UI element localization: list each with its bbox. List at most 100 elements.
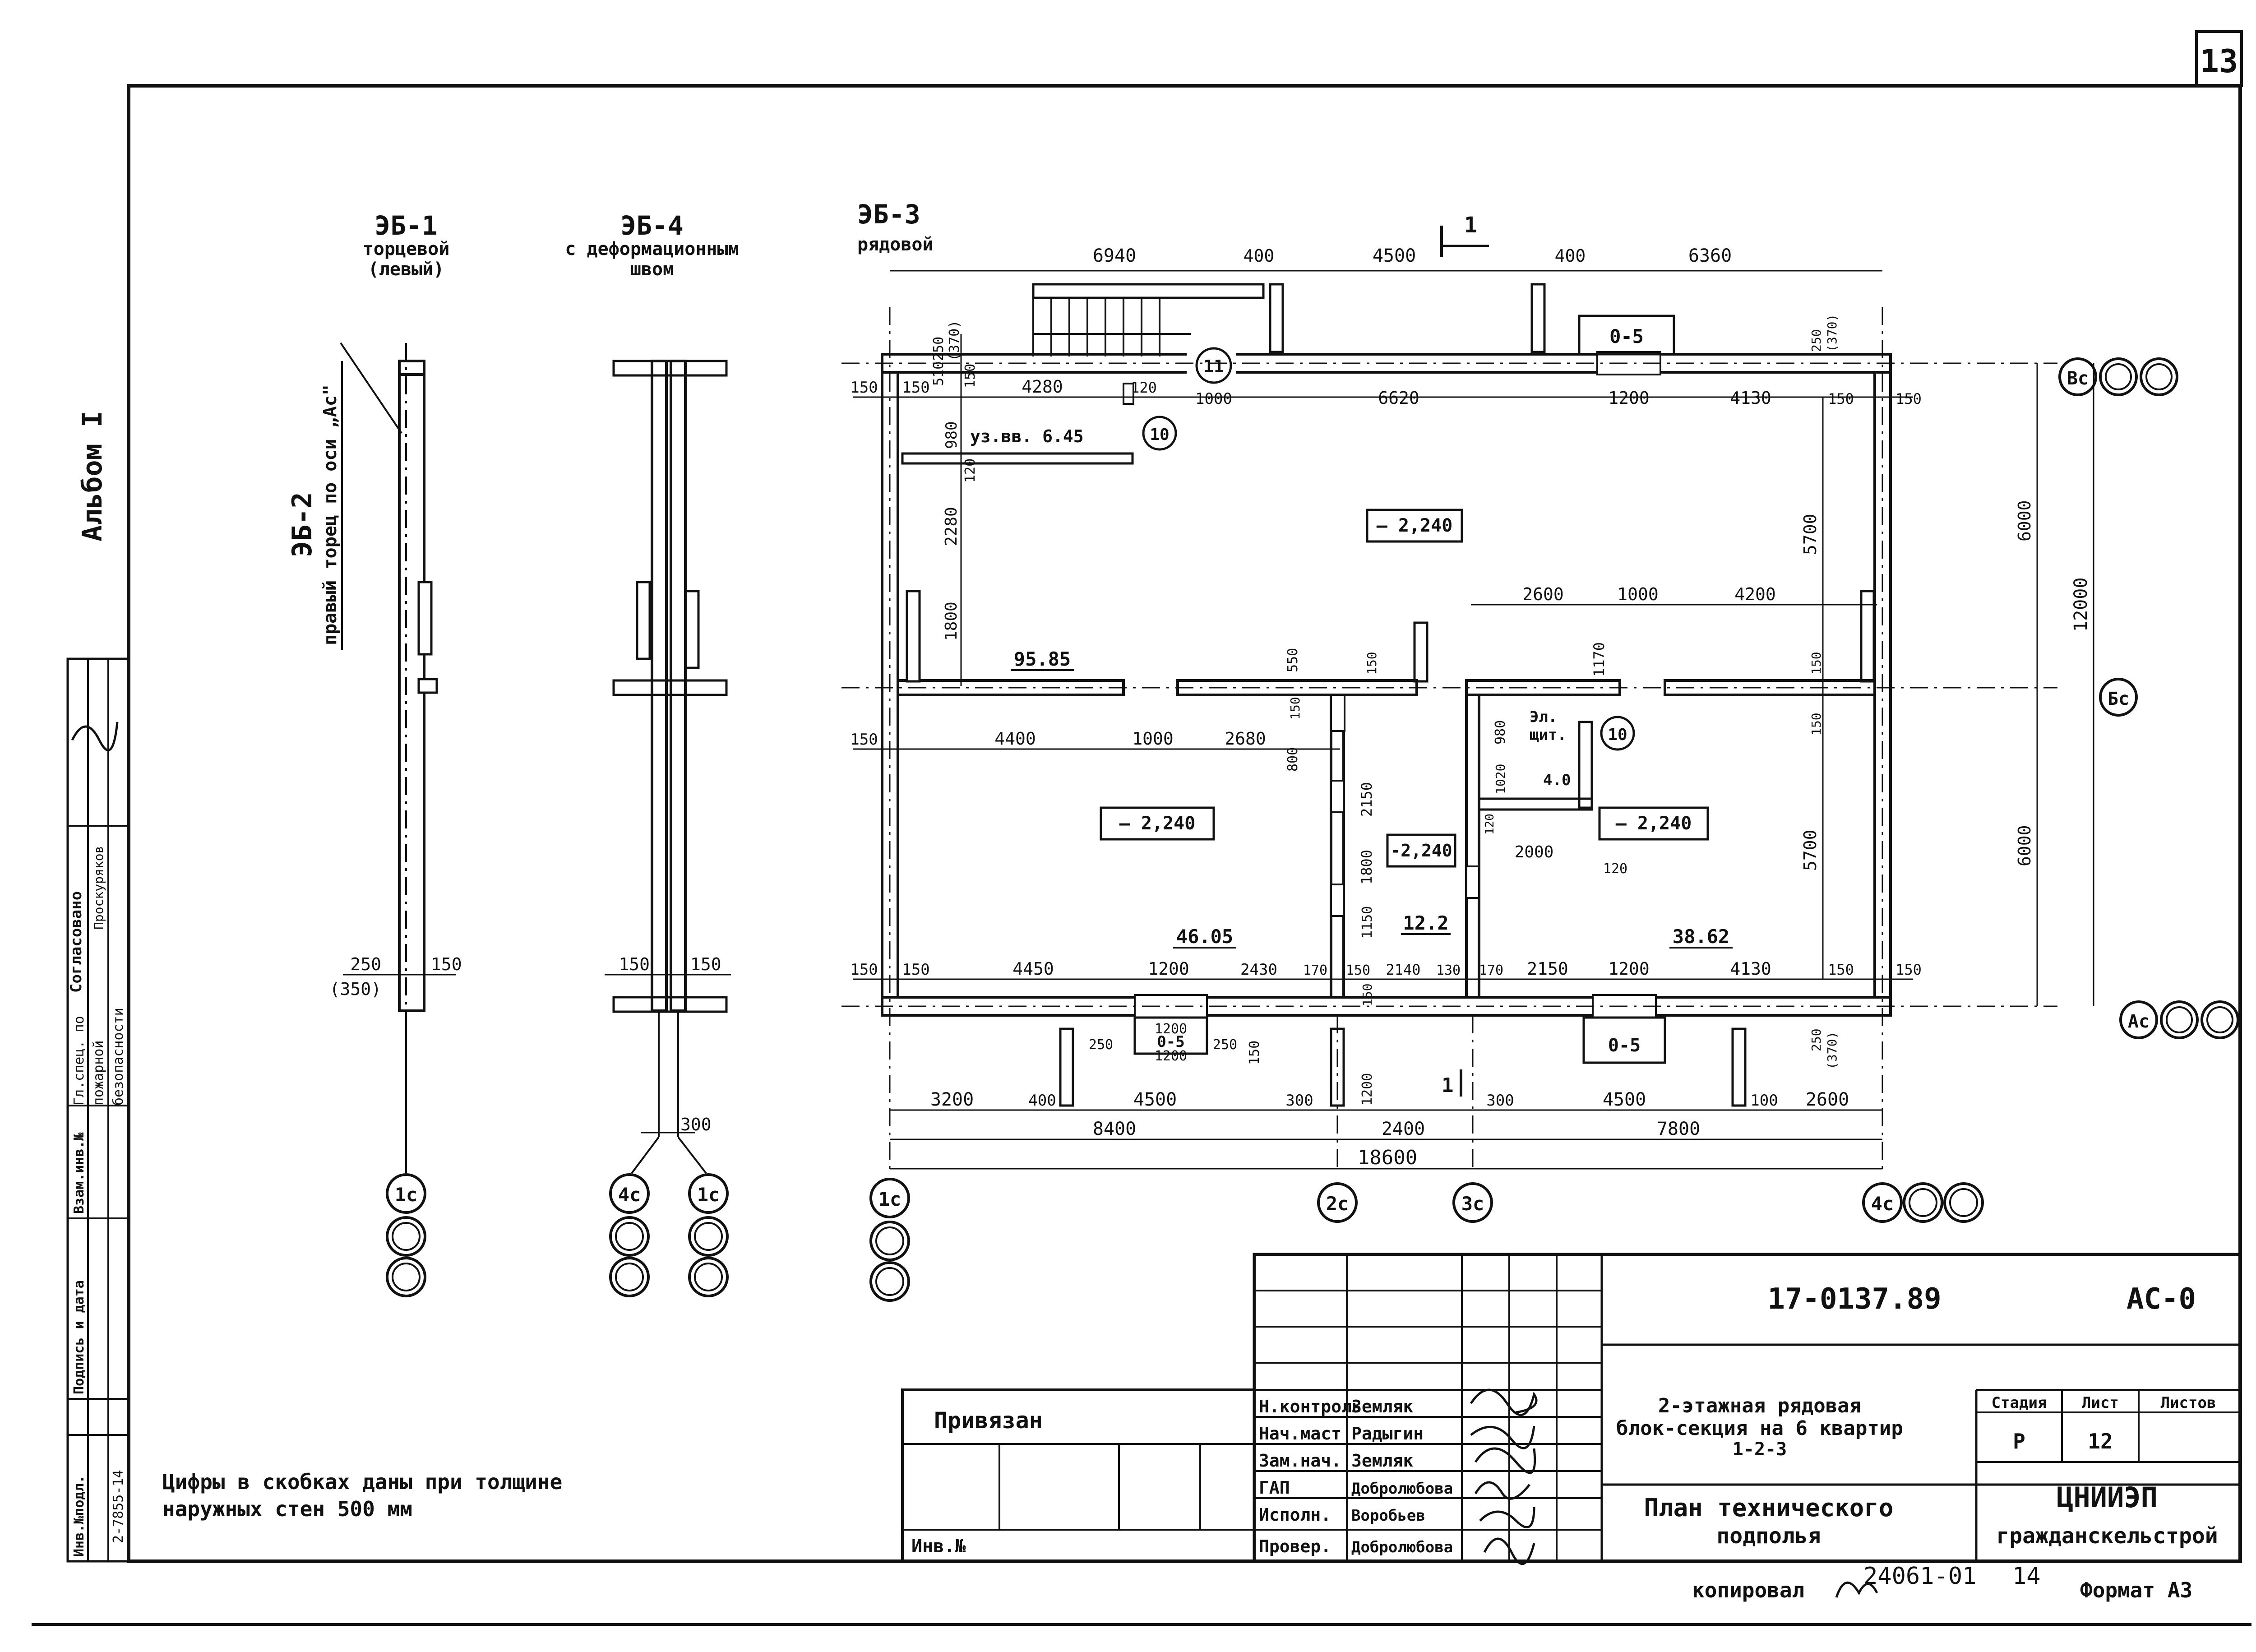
dim-total: 18600 xyxy=(1358,1146,1417,1169)
eb2-sub1: правый торец по оси „Ас" xyxy=(320,384,341,645)
dim-b2-0: 3200 xyxy=(930,1089,974,1110)
note-line-1: Цифры в скобках даны при толщине xyxy=(162,1470,562,1494)
eb4-dim-150b: 150 xyxy=(690,954,721,974)
dim-o-11: (370) xyxy=(1825,314,1840,352)
dim-r2-9: 150 xyxy=(1895,390,1922,407)
dim-b3-1: 2400 xyxy=(1382,1119,1425,1139)
dim-s-14: 150 xyxy=(1364,652,1379,675)
eb4-sub1: с деформационным xyxy=(565,239,739,259)
dim-r2-3: 120 xyxy=(1131,379,1157,396)
title1-line3: 1-2-3 xyxy=(1733,1439,1787,1460)
dim-left-1: (370) xyxy=(947,320,962,361)
vent-2: 0-5 xyxy=(1608,1035,1641,1056)
dim-o-9: 150 xyxy=(1247,1041,1262,1065)
side-inv-val: 2-7855-14 xyxy=(111,1470,126,1543)
dim-s-16: 150 xyxy=(1809,713,1824,736)
dim-r2-6: 1200 xyxy=(1608,388,1650,408)
doc-mark: АС-0 xyxy=(2127,1282,2196,1316)
page-number: 13 xyxy=(2200,43,2238,80)
dim-mid-6: 4200 xyxy=(1734,584,1776,604)
dim-b1-14: 150 xyxy=(1895,961,1922,978)
level-b: – 2,240 xyxy=(1119,813,1196,834)
dim-s-5: 1200 xyxy=(1359,1073,1375,1106)
dim-s-7: 980 xyxy=(1493,720,1508,745)
axis-4c: 4с xyxy=(1871,1193,1894,1215)
title2-line2: подполья xyxy=(1716,1523,1821,1549)
dim-mid-4: 2600 xyxy=(1522,584,1564,604)
dim-top-3: 400 xyxy=(1555,246,1586,266)
eb1-dim-250: 250 xyxy=(350,954,381,974)
dim-b2-3: 300 xyxy=(1285,1092,1313,1110)
format-label: Формат А3 xyxy=(2080,1578,2192,1602)
dim-s-1: 800 xyxy=(1285,747,1301,772)
role-4: Исполн. xyxy=(1259,1505,1331,1525)
dim-s-8: 1020 xyxy=(1493,764,1508,794)
dim-b2-5: 4500 xyxy=(1603,1089,1646,1110)
dim-r2-2: 4280 xyxy=(1022,377,1063,397)
dim-b1-6: 150 xyxy=(1346,963,1370,978)
dim-r2-5: 6620 xyxy=(1378,388,1419,408)
side-vzam: Взам.инв.№ xyxy=(71,1132,87,1214)
dim-s-6: 150 xyxy=(1360,983,1375,1006)
dim-o-8: 250 xyxy=(1213,1037,1237,1053)
vent-3-dim: 1200 xyxy=(1155,1048,1187,1064)
dim-b1-13: 150 xyxy=(1828,961,1854,978)
axis-ac: Ас xyxy=(2128,1011,2150,1032)
el-shield-2: щит. xyxy=(1530,726,1567,744)
dim-s-13: 150 xyxy=(1288,697,1303,720)
eb3-sub1: рядовой xyxy=(857,234,934,255)
name-2: Земляк xyxy=(1351,1451,1413,1471)
name-0: Земляк xyxy=(1351,1397,1413,1416)
side-inv-podl: Инв.№подл. xyxy=(71,1475,87,1557)
dim-b1-0: 150 xyxy=(850,961,878,979)
dim-o-12: 250 xyxy=(1809,1028,1824,1051)
stage-header: Стадия xyxy=(1992,1394,2047,1412)
main-plan: ЭБ-3 рядовой 0-5 11 xyxy=(841,199,2239,1302)
eb1-sub2: (левый) xyxy=(368,259,444,280)
dim-b2-6: 100 xyxy=(1750,1092,1778,1110)
dim-s-12: 1170 xyxy=(1590,642,1608,677)
eb1-axis-1c: 1с xyxy=(395,1184,418,1206)
eb4-code: ЭБ-4 xyxy=(620,210,684,241)
dim-top-0: 6940 xyxy=(1093,245,1136,266)
sheets-header: Листов xyxy=(2161,1394,2216,1412)
dim-b1-11: 1200 xyxy=(1608,959,1650,979)
copied-signature xyxy=(1835,1582,1878,1598)
eb4-axis-1c: 1с xyxy=(697,1184,720,1206)
sheet-header: Лист xyxy=(2082,1394,2119,1412)
dim-left-6: 2280 xyxy=(942,507,961,546)
area-2: 46.05 xyxy=(1176,925,1233,948)
name-1: Радыгин xyxy=(1351,1424,1424,1444)
dim-o-6: 250 xyxy=(1089,1037,1113,1053)
page-number-box xyxy=(2195,30,2243,87)
org-name-2: гражданскельстрой xyxy=(1996,1523,2218,1549)
side-gl3: безопасности xyxy=(111,1008,126,1106)
vent-3: 0-5 xyxy=(1157,1033,1184,1051)
side-podpis: Подпись и дата xyxy=(71,1280,87,1394)
area-4: 38.62 xyxy=(1673,925,1729,948)
marker-11: 11 xyxy=(1203,356,1224,376)
dim-r2-7: 4130 xyxy=(1730,388,1771,408)
dim-b1-10: 2150 xyxy=(1527,959,1568,979)
dim-b1-1: 150 xyxy=(902,961,929,979)
side-signature xyxy=(71,722,119,751)
marker-10a: 10 xyxy=(1150,426,1169,444)
dim-left-2: 510 xyxy=(931,361,947,386)
eb4-axis-4c: 4с xyxy=(618,1184,641,1206)
dim-left-0: 250 xyxy=(931,337,947,361)
eb2-code: ЭБ-2 xyxy=(287,492,318,558)
title1-line1: 2-этажная рядовая xyxy=(1658,1394,1861,1417)
role-0: Н.контроль xyxy=(1259,1397,1362,1416)
eb4-sub2: швом xyxy=(630,259,674,280)
fragment-eb1: ЭБ-1 торцевой (левый) ЭБ-2 правый торец … xyxy=(287,210,462,1297)
dim-left-3: 150 xyxy=(962,364,978,388)
vent-1: 0-5 xyxy=(1609,325,1644,347)
dim-r2-8: 150 xyxy=(1828,390,1854,407)
dim-o-13: (370) xyxy=(1825,1032,1840,1069)
name-5: Добролюбова xyxy=(1351,1538,1453,1556)
dim-s-2: 2150 xyxy=(1358,782,1375,817)
dim-s-3: 1800 xyxy=(1358,850,1375,884)
dim-mid-1: 4400 xyxy=(994,729,1036,749)
dim-left-5: 120 xyxy=(962,458,978,483)
role-2: Зам.нач. xyxy=(1259,1451,1341,1471)
